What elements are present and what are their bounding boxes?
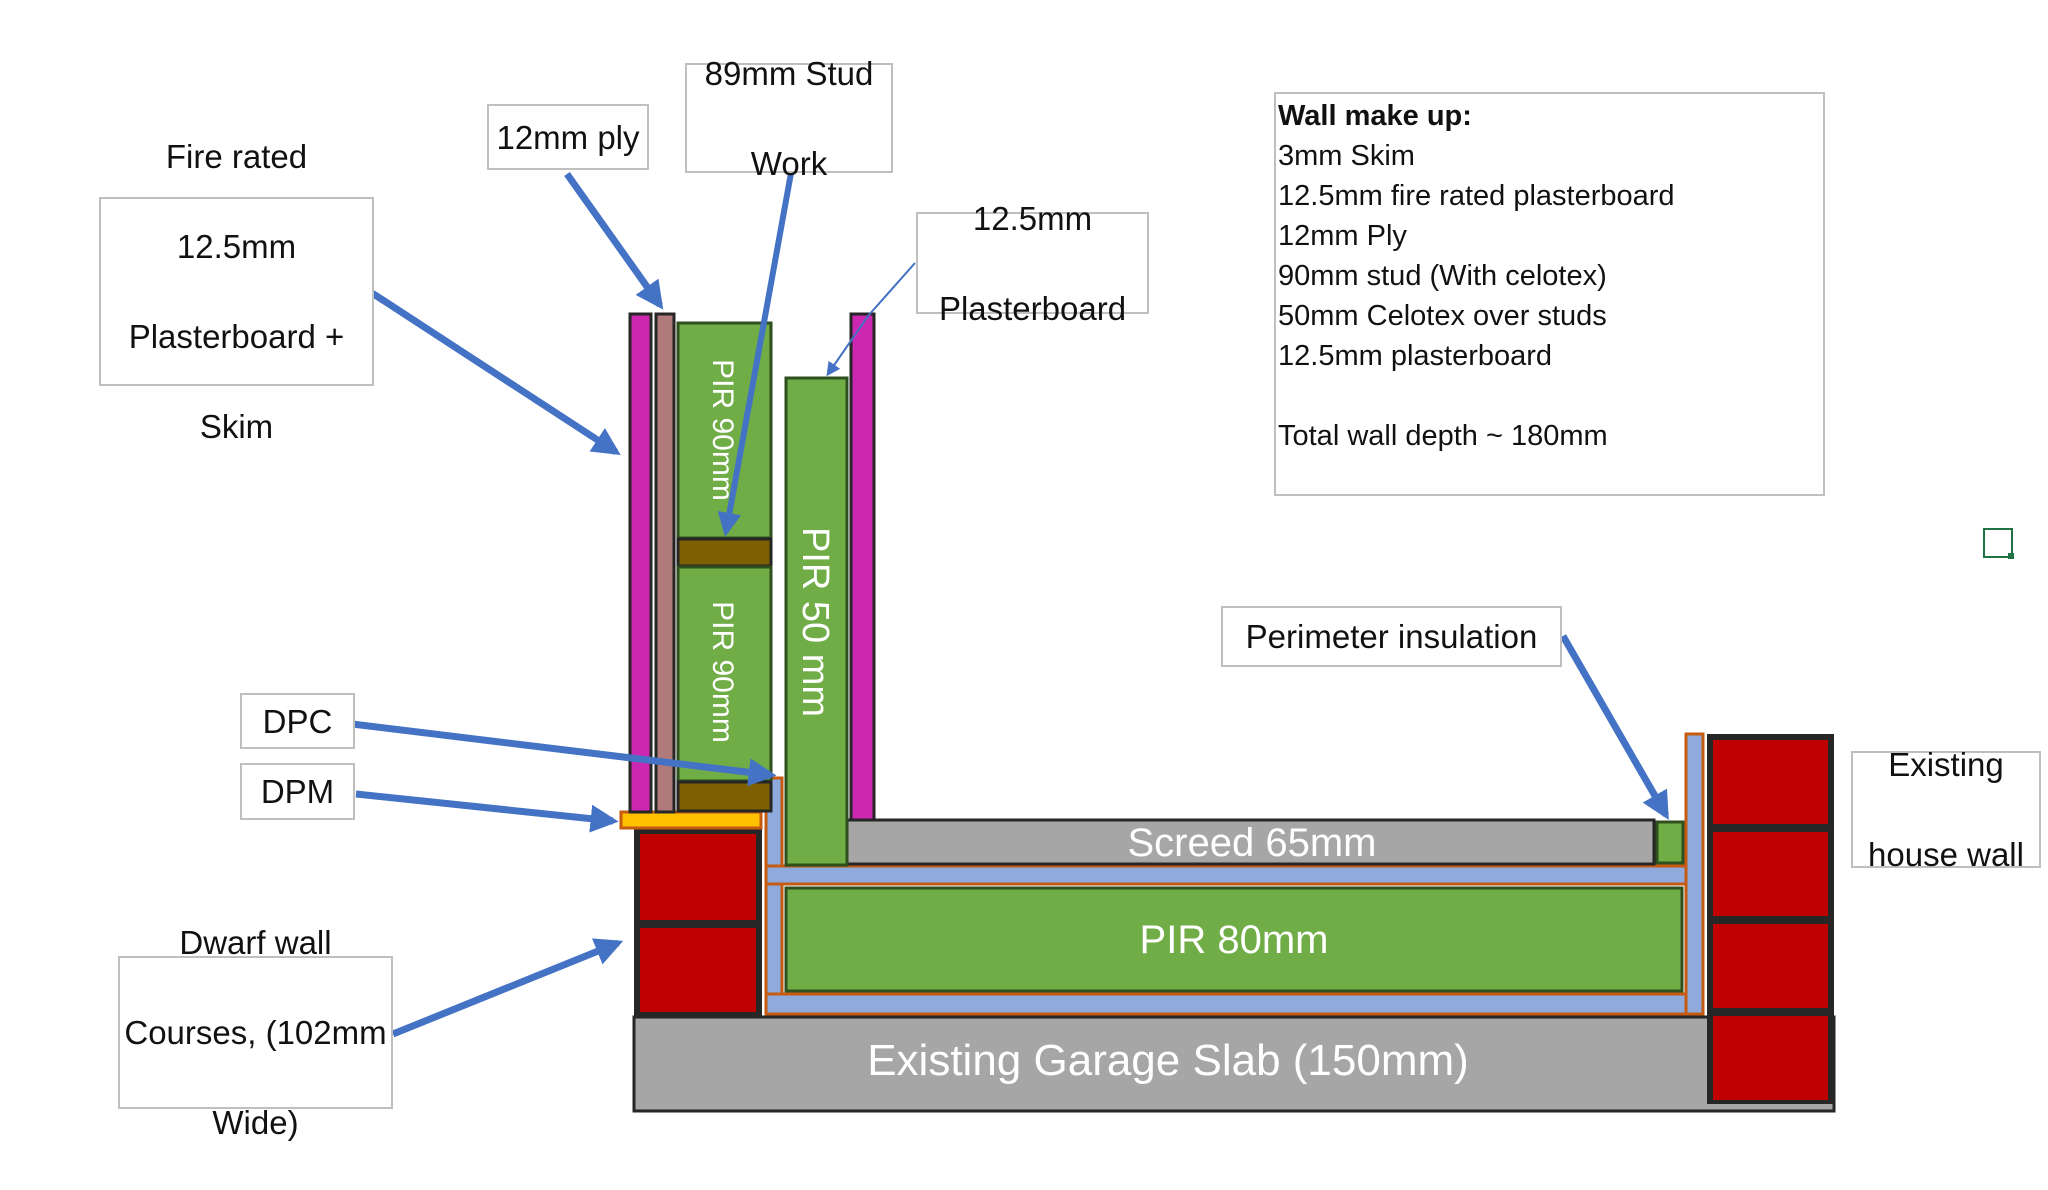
callout-12mm-ply-text: 12mm ply bbox=[496, 118, 640, 156]
callout-dpm-text: DPM bbox=[260, 773, 335, 810]
pir-50-insulation bbox=[784, 376, 849, 867]
existing-house-wall-bricks bbox=[1707, 734, 1834, 1104]
screed-label: Screed 65mm bbox=[1128, 821, 1377, 865]
pir-80-label: PIR 80mm bbox=[1140, 918, 1329, 962]
wall-makeup-total: Total wall depth ~ 180mm bbox=[1278, 420, 1608, 452]
pir-50-label: PIR 50 mm bbox=[794, 527, 836, 717]
dwarf-wall-bricks bbox=[634, 827, 762, 1017]
arrow-fire-rated bbox=[370, 290, 621, 456]
perimeter-insulation-strip bbox=[1655, 820, 1685, 865]
wall-makeup-line: 50mm Celotex over studs bbox=[1278, 300, 1607, 332]
wall-makeup-line: 3mm Skim bbox=[1278, 140, 1415, 172]
callout-fire-rated: Fire rated 12.5mm Plasterboard + Skim bbox=[99, 138, 374, 445]
screed-layer bbox=[845, 818, 1656, 866]
wall-makeup-box: Wall make up: 3mm Skim 12.5mm fire rated… bbox=[1274, 92, 1825, 496]
callout-dwarf-wall-text: Dwarf wall Courses, (102mm Wide) bbox=[124, 924, 387, 1141]
plasterboard-right bbox=[849, 312, 876, 822]
ply-board bbox=[654, 312, 676, 814]
callout-dwarf-wall: Dwarf wall Courses, (102mm Wide) bbox=[118, 924, 393, 1141]
pir-90-lower-label: PIR 90mm bbox=[706, 601, 739, 743]
callout-stud-work-text: 89mm Stud Work bbox=[704, 54, 874, 182]
callout-fire-rated-text: Fire rated 12.5mm Plasterboard + Skim bbox=[128, 138, 345, 445]
arrow-stud-work bbox=[717, 172, 794, 537]
dpc-strip bbox=[619, 810, 763, 830]
callout-dpc: DPC bbox=[240, 693, 355, 749]
callout-perimeter-text: Perimeter insulation bbox=[1245, 618, 1538, 655]
diagram-canvas: Existing Garage Slab (150mm) PIR 80mm Sc… bbox=[351, 171, 1836, 1113]
stud-timber-bottom bbox=[676, 780, 773, 813]
wall-makeup-line: 90mm stud (With celotex) bbox=[1278, 260, 1607, 292]
wall-makeup-line: 12.5mm plasterboard bbox=[1278, 340, 1553, 372]
wall-makeup-line: 12mm Ply bbox=[1278, 220, 1407, 252]
wall-makeup-title: Wall make up: bbox=[1278, 100, 1472, 132]
arrow-dpc bbox=[351, 720, 777, 787]
callout-dpm: DPM bbox=[240, 763, 355, 820]
fire-rated-plasterboard bbox=[628, 312, 653, 814]
callout-existing-house-wall: Existing house wall bbox=[1851, 746, 2041, 873]
callout-perimeter-insulation: Perimeter insulation bbox=[1221, 606, 1562, 667]
existing-garage-slab bbox=[632, 1015, 1836, 1113]
arrow-dwarf-wall bbox=[391, 938, 624, 1038]
callout-stud-work: 89mm Stud Work bbox=[685, 55, 893, 182]
dpm-membrane bbox=[764, 732, 1705, 1016]
callout-12mm-ply: 12mm ply bbox=[487, 104, 649, 170]
wall-section-diagram: Existing Garage Slab (150mm) PIR 80mm Sc… bbox=[351, 171, 1836, 1113]
arrow-dpm bbox=[355, 790, 619, 833]
callout-arrows bbox=[351, 171, 1670, 1038]
slab-label: Existing Garage Slab (150mm) bbox=[867, 1036, 1469, 1085]
arrow-perimeter bbox=[1559, 634, 1670, 820]
stud-timber-mid bbox=[676, 537, 773, 568]
arrow-plasterboard bbox=[826, 262, 916, 377]
checkbox-icon[interactable] bbox=[1983, 528, 2014, 559]
wall-makeup-line: 12.5mm fire rated plasterboard bbox=[1278, 180, 1675, 212]
callout-plasterboard-text: 12.5mm Plasterboard bbox=[938, 199, 1127, 327]
callout-existing-wall-text: Existing house wall bbox=[1868, 746, 2024, 873]
callout-dpc-text: DPC bbox=[262, 702, 333, 740]
pir-80-insulation bbox=[784, 886, 1684, 993]
callout-plasterboard: 12.5mm Plasterboard bbox=[916, 200, 1149, 327]
arrow-ply bbox=[564, 171, 664, 310]
wall-makeup-line bbox=[1278, 376, 1823, 416]
